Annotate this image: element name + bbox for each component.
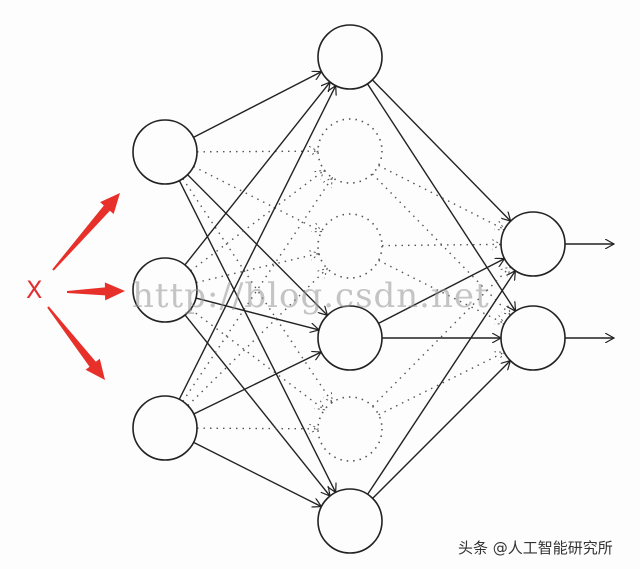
watermark: http://blog.csdn.net: [132, 276, 490, 316]
connection: [193, 441, 322, 506]
dropped-hidden-node: [317, 213, 383, 279]
connection: [372, 361, 511, 499]
output-node: [500, 211, 566, 277]
input-node: [132, 119, 198, 185]
dropped-hidden-node: [317, 396, 383, 462]
connection: [366, 83, 515, 311]
hidden-node: [317, 24, 383, 90]
red-arrow-icon: [52, 193, 120, 271]
connection: [378, 259, 504, 325]
red-arrow-icon: [47, 306, 105, 380]
dropped-connection: [381, 244, 501, 245]
dropped-connection: [187, 268, 327, 407]
connection: [371, 79, 510, 221]
connection: [193, 352, 321, 415]
connection: [367, 271, 516, 495]
dropped-connection: [193, 165, 322, 231]
connection: [184, 314, 330, 496]
dropped-connection: [196, 428, 318, 429]
red-arrow-icon: [66, 282, 125, 301]
connection: [193, 72, 321, 139]
input-node: [132, 395, 198, 461]
input-node: [132, 257, 198, 323]
connection: [195, 297, 319, 330]
dropped-connection: [372, 267, 511, 407]
connection: [178, 86, 335, 400]
dropped-connection: [378, 259, 505, 323]
dropped-connection: [190, 170, 325, 272]
hidden-node: [317, 488, 383, 554]
input-label: X: [26, 276, 43, 304]
dropped-hidden-node: [317, 118, 383, 184]
credit-text: 头条 @人工智能研究所: [458, 539, 613, 557]
hidden-node: [317, 305, 383, 371]
dropped-connection: [195, 253, 319, 284]
dropped-connection: [378, 164, 505, 229]
output-node: [500, 305, 566, 371]
dropped-connection: [196, 151, 318, 152]
connection: [184, 82, 330, 266]
